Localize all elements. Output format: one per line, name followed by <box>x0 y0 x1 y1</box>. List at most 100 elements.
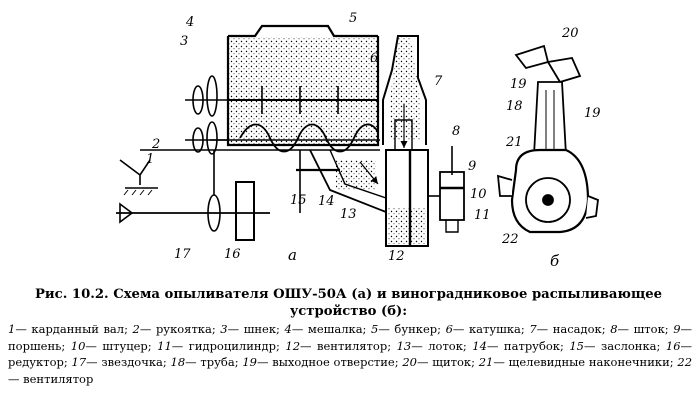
legend-item: 16— редуктор; <box>8 339 692 370</box>
legend-text: — редуктор; <box>8 338 693 370</box>
legend-number: 21 <box>478 355 494 369</box>
sublabel-a: а <box>288 246 297 264</box>
handle <box>119 159 151 185</box>
legend-text: — заслонка; <box>584 338 661 353</box>
hopper <box>226 36 380 147</box>
legend-text: — поршень; <box>8 322 693 353</box>
legend-number: 16 <box>665 338 681 353</box>
legend-item: 17— звездочка; <box>72 355 167 369</box>
legend-text: — насадок; <box>536 322 606 336</box>
legend-number: 6 <box>445 322 453 336</box>
legend-text: — звездочка; <box>86 355 167 369</box>
legend-number: 1 <box>8 322 16 336</box>
legend-text: — гидроцилиндр; <box>171 338 280 353</box>
legend-text: — вентилятор; <box>300 338 392 353</box>
label-14: 14 <box>318 194 335 209</box>
label-17: 17 <box>174 247 191 262</box>
legend-item: 22 — вентилятор <box>8 355 692 386</box>
legend-text: — шнек; <box>227 322 280 336</box>
legend-item: 13— лоток; <box>397 339 467 353</box>
legend-number: 4 <box>284 322 292 336</box>
auger <box>239 123 379 153</box>
legend-number: 15 <box>569 338 584 353</box>
legend-text: — щелевидные наконечники; <box>493 355 674 369</box>
legend-number: 5 <box>371 322 379 336</box>
legend-item: 18— труба; <box>171 355 239 369</box>
label-1: 1 <box>146 152 154 167</box>
legend-item: 3— шнек; <box>220 322 280 336</box>
legend-number: 14 <box>472 338 487 353</box>
vineyard-device <box>496 44 599 234</box>
legend-number: 11 <box>157 338 172 353</box>
part-labels: 1 2 3 4 5 6 7 8 9 10 11 12 13 14 15 16 1… <box>146 11 601 270</box>
legend-item: 20— щиток; <box>402 355 475 369</box>
label-15: 15 <box>290 193 307 208</box>
label-2: 2 <box>151 137 160 152</box>
label-5: 5 <box>349 11 357 26</box>
legend-number: 18 <box>170 355 186 369</box>
label-22: 22 <box>501 232 519 247</box>
legend-item: 6— катушка; <box>446 322 525 336</box>
label-10: 10 <box>470 187 487 202</box>
legend-text: — штуцер; <box>85 338 152 353</box>
label-11: 11 <box>474 208 491 223</box>
sublabel-b: б <box>550 252 560 270</box>
deflector-left <box>514 44 550 70</box>
legend-text: — мешалка; <box>291 322 367 336</box>
label-9: 9 <box>468 159 476 174</box>
legend-number: 22 <box>677 355 693 369</box>
legend-item: 2— рукоятка; <box>133 322 216 336</box>
label-7: 7 <box>434 74 443 89</box>
legend-text: — катушка; <box>452 322 525 336</box>
legend-number: 7 <box>529 322 537 336</box>
legend-item: 1— карданный вал; <box>8 322 128 336</box>
legend-text: — шток; <box>617 322 669 336</box>
legend-item: 4— мешалка; <box>285 322 367 336</box>
legend-item: 8— шток; <box>610 322 668 336</box>
legend-item: 7— насадок; <box>529 322 605 336</box>
legend-number: 8 <box>610 322 618 336</box>
reducer <box>235 181 255 241</box>
legend-number: 12 <box>285 338 301 353</box>
legend-number: 2 <box>132 322 140 336</box>
duster-diagram: 1 2 3 4 5 6 7 8 9 10 11 12 13 14 15 16 1… <box>116 11 601 270</box>
legend-text: — лоток; <box>411 338 467 353</box>
legend-number: 10 <box>70 338 86 353</box>
legend-item: 21— щелевидные наконечники; <box>479 355 674 369</box>
label-18: 18 <box>506 99 523 114</box>
legend-item: 14— патрубок; <box>472 339 564 353</box>
legend-item: 15— заслонка; <box>569 339 660 353</box>
label-4: 4 <box>185 15 194 30</box>
label-20: 20 <box>561 26 579 41</box>
legend-number: 19 <box>242 355 257 369</box>
legend-text: — рукоятка; <box>139 322 216 336</box>
scheme-a <box>116 24 465 247</box>
legend-item: 5— бункер; <box>371 322 441 336</box>
legend-item: 9— поршень; <box>8 322 692 353</box>
legend-text: — вентилятор <box>8 371 94 386</box>
legend-number: 20 <box>402 355 417 369</box>
legend-text: — бункер; <box>378 322 441 336</box>
label-21: 21 <box>505 135 523 150</box>
legend-item: 10— штуцер; <box>71 339 152 353</box>
label-19-right: 19 <box>584 106 601 121</box>
legend-item: 12— вентилятор; <box>285 339 391 353</box>
label-8: 8 <box>452 124 460 139</box>
legend-text: — патрубок; <box>486 338 564 353</box>
label-13: 13 <box>340 207 357 222</box>
legend-number: 3 <box>220 322 228 336</box>
label-16: 16 <box>224 247 241 262</box>
legend-text: — карданный вал; <box>15 322 128 336</box>
label-3: 3 <box>180 34 188 49</box>
legend-number: 17 <box>71 355 87 369</box>
pipe <box>533 81 567 156</box>
legend-text: — щиток; <box>417 355 475 369</box>
label-19-left: 19 <box>510 77 527 92</box>
fan-device <box>510 148 590 234</box>
legend-text: — выходное отверстие; <box>256 355 399 369</box>
hydraulic-cylinder <box>439 171 465 221</box>
chute <box>309 149 387 213</box>
legend-number: 9 <box>673 322 681 336</box>
legend-number: 13 <box>396 338 412 353</box>
deflector-right <box>546 56 582 84</box>
